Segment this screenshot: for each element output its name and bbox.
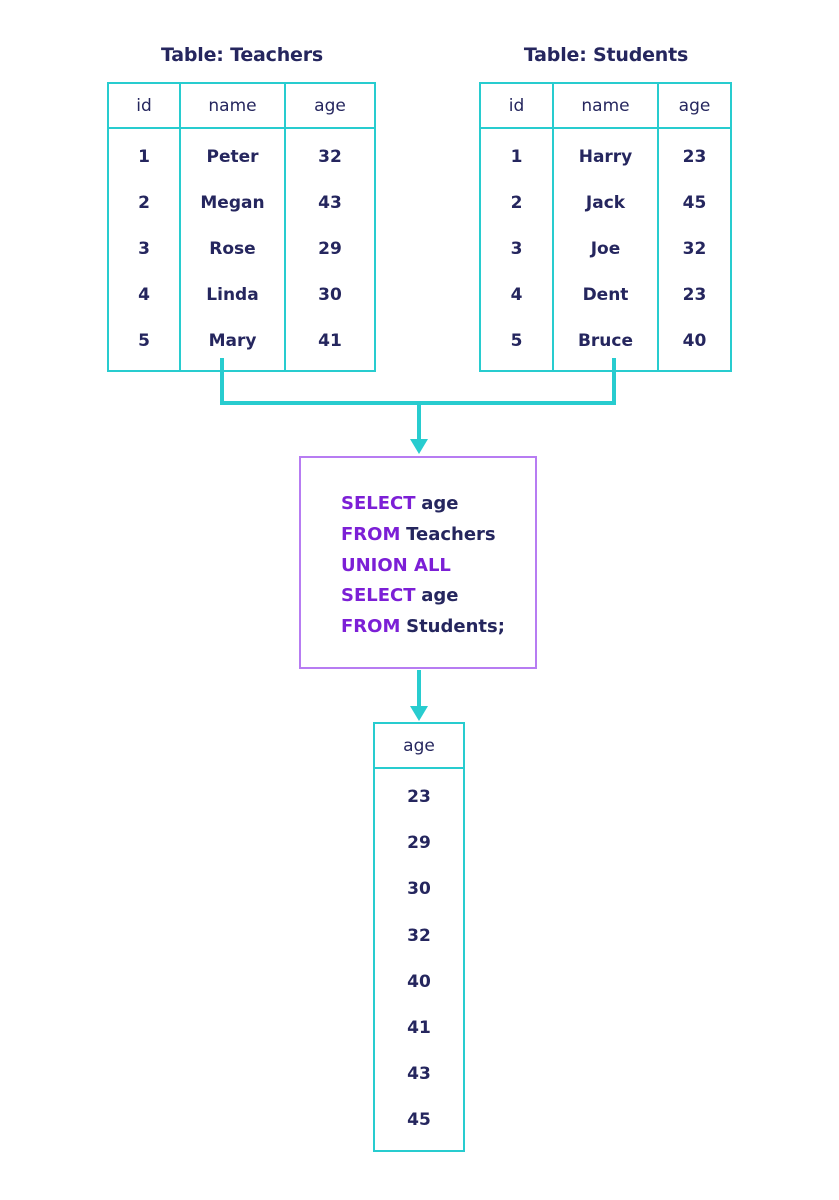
table-row: 30 <box>374 866 464 912</box>
age-cell: 32 <box>407 925 431 946</box>
sql-line: UNION ALL <box>341 551 535 582</box>
sql-text: age <box>421 585 459 607</box>
column-header-id: id <box>108 83 180 129</box>
age-cell: 23 <box>407 787 431 808</box>
sql-text: Teachers <box>406 523 496 545</box>
sql-keyword: FROM <box>341 523 401 545</box>
table-row: 43 <box>374 1051 464 1097</box>
name-cell: Harry <box>552 128 658 180</box>
age-cell: 23 <box>657 128 731 180</box>
age-cell: 32 <box>284 128 375 180</box>
age-cell: 40 <box>407 971 431 992</box>
table-header-row: id name age <box>480 83 731 129</box>
column-header-age: age <box>284 83 375 129</box>
students-table-title: Table: Students <box>523 44 689 66</box>
name-cell: Bruce <box>552 318 658 371</box>
sql-keyword: SELECT <box>341 585 416 607</box>
table-row: 40 <box>374 959 464 1005</box>
arrow-down-icon <box>410 439 428 454</box>
age-cell: 29 <box>284 226 375 272</box>
age-cell: 32 <box>657 226 731 272</box>
column-header-id: id <box>480 83 553 129</box>
id-cell: 3 <box>138 239 150 259</box>
age-cell: 30 <box>407 879 431 900</box>
age-cell: 43 <box>284 180 375 226</box>
sql-line: FROM Students; <box>341 612 535 643</box>
table-header-row: id name age <box>108 83 375 129</box>
age-cell: 41 <box>284 318 375 371</box>
name-cell: Linda <box>179 272 285 318</box>
age-cell: 40 <box>657 318 731 371</box>
id-cell: 3 <box>510 239 523 259</box>
sql-keyword: FROM <box>341 616 401 638</box>
column-header-age: age <box>374 723 464 769</box>
age-cell: 45 <box>657 180 731 226</box>
name-cell: Megan <box>179 180 285 226</box>
column-header-name: name <box>552 83 658 129</box>
name-cell: Mary <box>179 318 285 371</box>
column-header-name: name <box>179 83 285 129</box>
table-row: 41 <box>374 1005 464 1051</box>
age-cell: 45 <box>407 1110 431 1131</box>
table-row: 45 <box>374 1097 464 1150</box>
id-cell: 4 <box>138 285 150 305</box>
table-row: 32 <box>374 913 464 959</box>
id-cell: 1 <box>138 147 150 167</box>
sql-line: SELECT age <box>341 489 535 520</box>
table-row: 29 <box>374 820 464 866</box>
name-cell: Joe <box>552 226 658 272</box>
arrow-down-icon <box>410 706 428 721</box>
id-cell: 4 <box>510 285 523 305</box>
age-cell: 23 <box>657 272 731 318</box>
id-cell: 2 <box>138 193 150 213</box>
table-row: 23 <box>374 768 464 820</box>
age-cell: 30 <box>284 272 375 318</box>
sql-text: age <box>421 493 459 514</box>
id-cell: 2 <box>510 193 523 213</box>
name-cell: Jack <box>552 180 658 226</box>
name-cell: Rose <box>179 226 285 272</box>
id-cell: 1 <box>510 147 523 167</box>
sql-keyword: SELECT <box>341 493 416 514</box>
age-cell: 43 <box>407 1064 431 1085</box>
sql-line: FROM Teachers <box>341 520 535 551</box>
age-cell: 41 <box>407 1018 431 1039</box>
result-table: age 23 29 30 32 40 41 43 45 <box>373 722 465 1152</box>
name-cell: Dent <box>552 272 658 318</box>
sql-line: SELECT age <box>341 581 535 612</box>
merge-connector-line <box>220 358 616 405</box>
id-cell: 5 <box>138 331 150 351</box>
column-header-age: age <box>657 83 731 129</box>
table-header-row: age <box>374 723 464 769</box>
age-cell: 29 <box>407 833 431 854</box>
id-cell: 5 <box>510 331 523 351</box>
name-cell: Peter <box>179 128 285 180</box>
sql-keyword: UNION ALL <box>341 554 451 576</box>
sql-text: Students; <box>406 616 505 638</box>
teachers-table-title: Table: Teachers <box>160 44 324 66</box>
